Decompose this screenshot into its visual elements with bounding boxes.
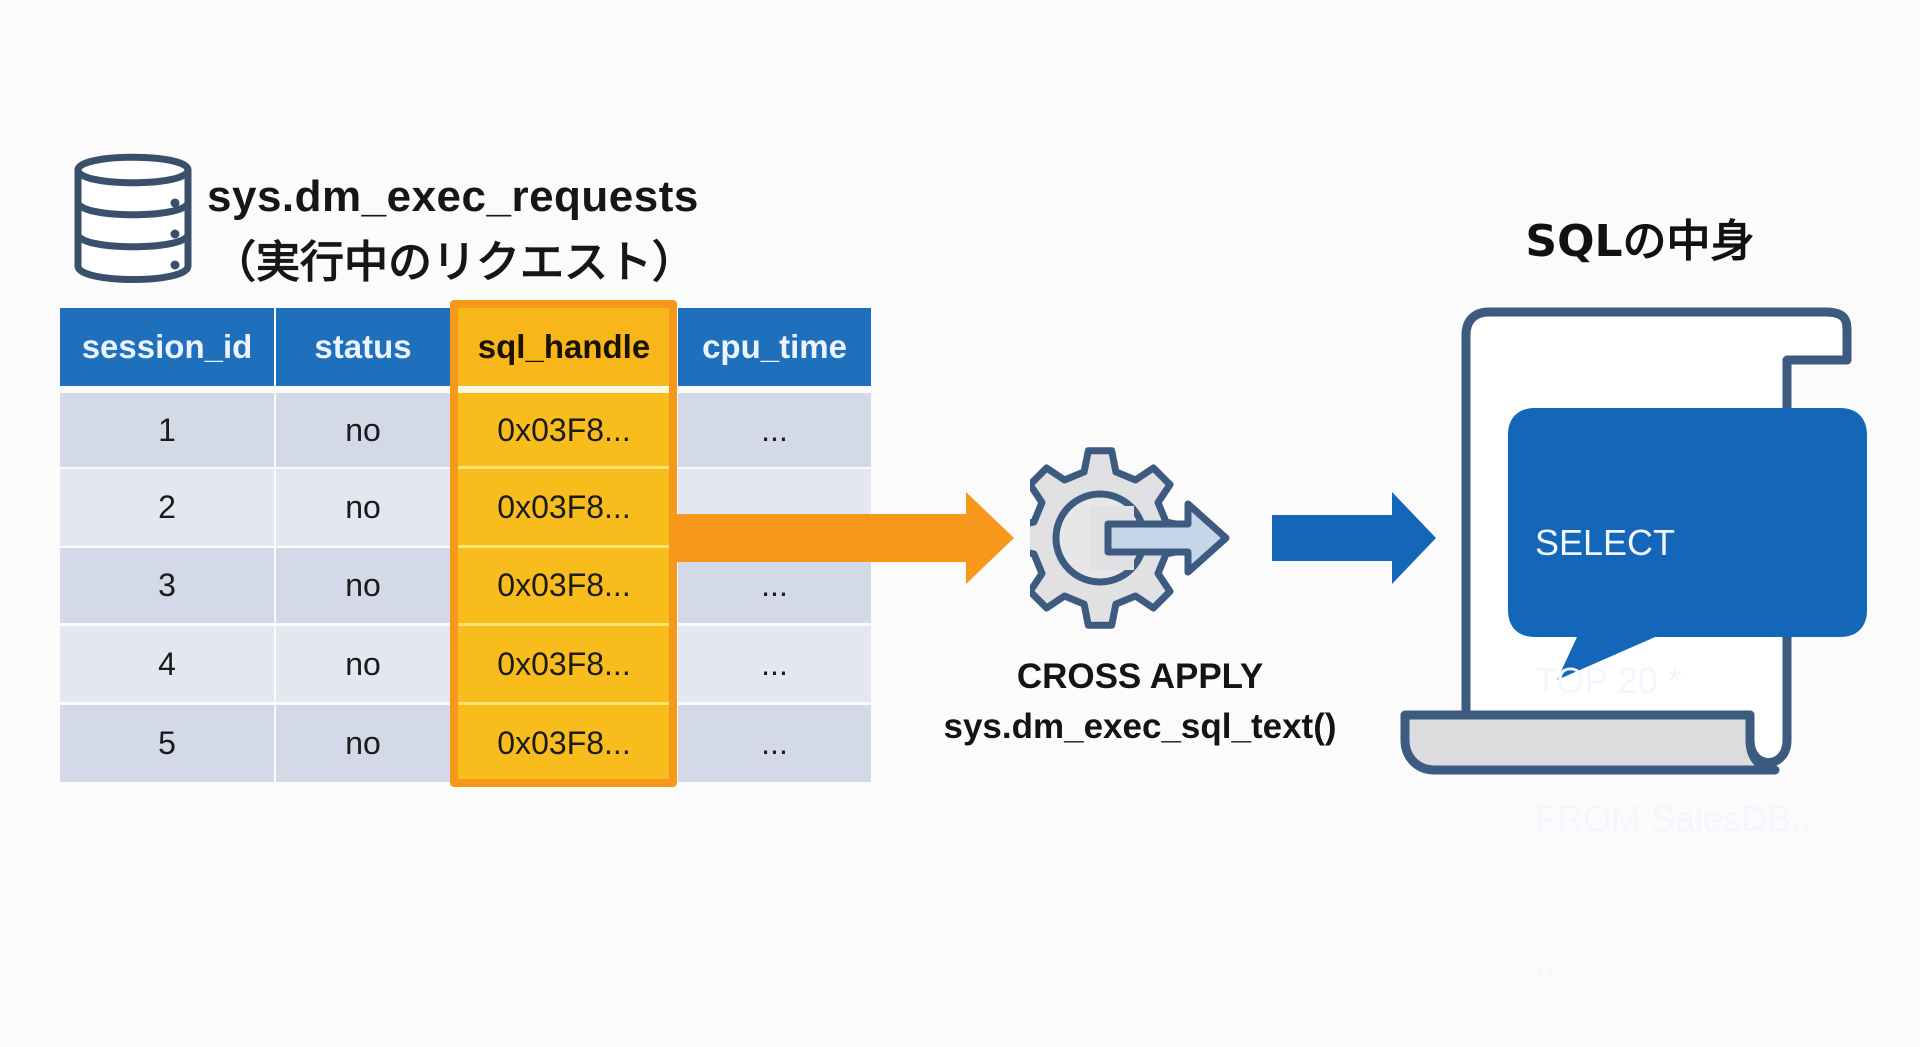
blue-arrow-icon bbox=[1272, 492, 1436, 584]
sql-line: ... bbox=[1535, 942, 1566, 983]
table-cell-session-id: 5 bbox=[60, 705, 274, 782]
cross-apply-line2: sys.dm_exec_sql_text() bbox=[943, 707, 1337, 746]
table-cell-sql-handle: 0x03F8... bbox=[452, 469, 676, 546]
sql-line: SELECT bbox=[1535, 522, 1676, 563]
column-header-status: status bbox=[276, 308, 450, 386]
sql-content-title: SQLの中身 bbox=[1525, 216, 1755, 267]
sql-text: SELECT TOP 20 * FROM SalesDB... ... bbox=[1535, 428, 1821, 1032]
cross-apply-label: CROSS APPLY sys.dm_exec_sql_text() bbox=[900, 652, 1380, 752]
table-cell-status: no bbox=[276, 705, 450, 782]
highlight-row-separator bbox=[458, 702, 669, 705]
sql-line: TOP 20 * bbox=[1535, 660, 1682, 701]
table-cell-status: no bbox=[276, 469, 450, 546]
table-subtitle: （実行中のリクエスト） bbox=[212, 237, 696, 288]
highlight-row-separator bbox=[458, 466, 669, 469]
column-header-sql-handle: sql_handle bbox=[452, 308, 676, 386]
column-header-session-id: session_id bbox=[60, 308, 274, 386]
table-cell-sql-handle: 0x03F8... bbox=[452, 393, 676, 467]
gear-arrow-icon bbox=[1030, 447, 1230, 629]
table-cell-cpu-time: ... bbox=[678, 626, 871, 702]
database-icon bbox=[74, 153, 192, 283]
highlight-row-separator bbox=[458, 545, 669, 548]
sql-speech-bubble bbox=[1508, 408, 1867, 680]
table-cell-status: no bbox=[276, 548, 450, 623]
table-cell-session-id: 4 bbox=[60, 626, 274, 702]
table-cell-sql-handle: 0x03F8... bbox=[452, 548, 676, 623]
table-cell-cpu-time: ... bbox=[678, 705, 871, 782]
cross-apply-line1: CROSS APPLY bbox=[1016, 657, 1264, 696]
orange-arrow-icon bbox=[676, 492, 1014, 584]
sql-line: FROM SalesDB... bbox=[1535, 798, 1822, 839]
table-cell-sql-handle: 0x03F8... bbox=[452, 626, 676, 702]
table-cell-cpu-time: ... bbox=[678, 393, 871, 467]
table-cell-session-id: 1 bbox=[60, 393, 274, 467]
table-cell-status: no bbox=[276, 393, 450, 467]
table-cell-session-id: 3 bbox=[60, 548, 274, 623]
table-cell-sql-handle: 0x03F8... bbox=[452, 705, 676, 782]
table-title: sys.dm_exec_requests bbox=[207, 172, 699, 221]
highlight-header-separator bbox=[458, 388, 669, 393]
table-cell-session-id: 2 bbox=[60, 469, 274, 546]
table-cell-status: no bbox=[276, 626, 450, 702]
column-header-cpu-time: cpu_time bbox=[678, 308, 871, 386]
highlight-row-separator bbox=[458, 623, 669, 626]
